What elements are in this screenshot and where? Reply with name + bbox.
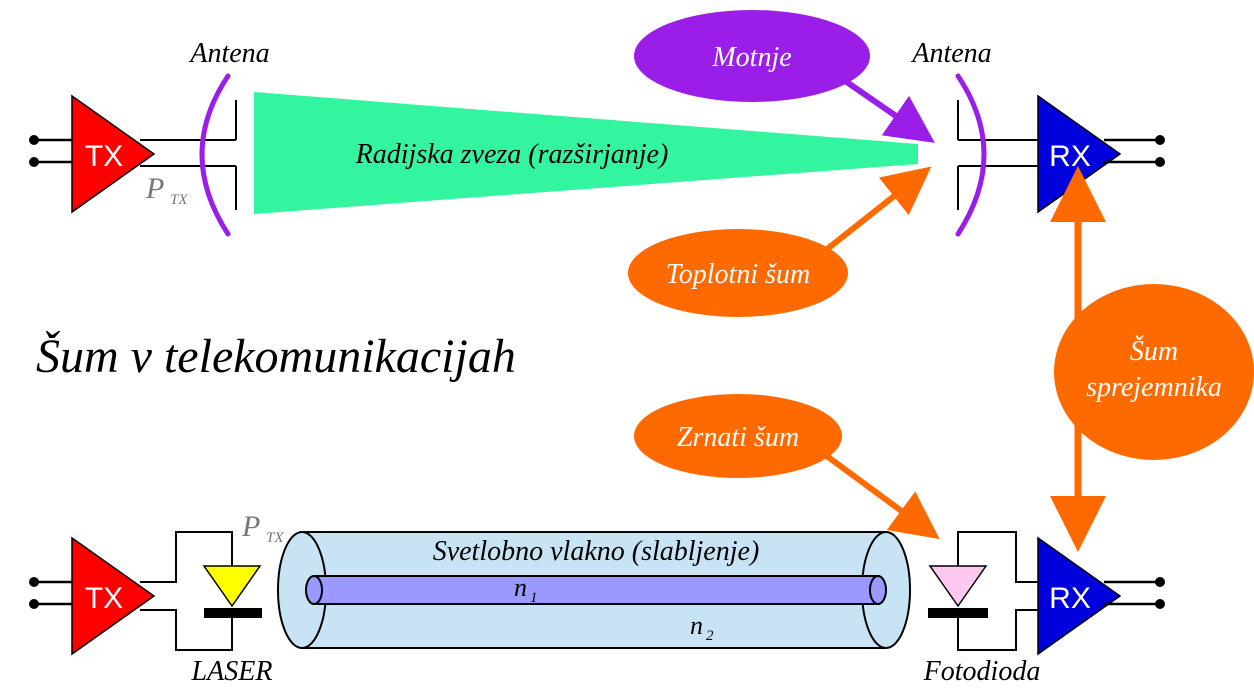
photodiode-label: Fotodioda	[923, 656, 1041, 687]
interference-arrow	[836, 73, 935, 143]
page-title: Šum v telekomunikacijah	[36, 329, 516, 383]
rx-antenna-label: Antena	[910, 38, 991, 69]
optical-power-label: P	[241, 510, 260, 543]
radio-power-label: P	[145, 172, 164, 205]
tx-amplifier: TX	[71, 94, 156, 214]
rx-amplifier-label: RX	[1049, 140, 1091, 173]
radio-power-subscript: TX	[170, 192, 188, 208]
thermal-noise-label: Toplotni šum	[666, 259, 810, 290]
core-index-subscript: 1	[530, 590, 538, 606]
laser-diode-icon	[202, 565, 262, 618]
optical-tx-amplifier-label: TX	[85, 582, 123, 615]
photodiode-wiring	[957, 531, 1052, 651]
optical-link: TX LASER P TX Svetlobno vlakno (slabljen	[29, 394, 1165, 687]
tx-antenna-feed	[140, 100, 237, 210]
optical-rx-amplifier: RX	[1037, 536, 1122, 656]
cladding-index-label: n	[690, 611, 703, 640]
rx-amplifier: RX	[1037, 94, 1122, 214]
photodiode-icon	[928, 565, 988, 618]
tx-amplifier-label: TX	[85, 140, 123, 173]
interference-label: Motnje	[711, 42, 791, 73]
optical-power-subscript: TX	[266, 530, 284, 546]
interference-source: Motnje	[634, 10, 870, 102]
fiber-label: Svetlobno vlakno (slabljenje)	[433, 536, 760, 567]
laser-wiring	[140, 531, 233, 651]
receiver-noise: Šum sprejemnika	[1050, 166, 1254, 552]
cladding-index-subscript: 2	[706, 628, 714, 644]
radio-link: TX Antena P TX Radijska zveza (razširjan…	[29, 10, 1165, 317]
thermal-noise-source: Toplotni šum	[628, 229, 848, 317]
receiver-noise-label-line2: sprejemnika	[1086, 372, 1222, 403]
radio-beam	[254, 92, 918, 214]
optical-tx-amplifier: TX	[71, 536, 156, 656]
shot-noise-label: Zrnati šum	[677, 422, 799, 453]
rx-output-terminals	[1104, 135, 1165, 167]
shot-noise-source: Zrnati šum	[634, 394, 842, 478]
receiver-noise-label-line1: Šum	[1130, 336, 1178, 367]
tx-antenna-label: Antena	[188, 38, 269, 69]
rx-antenna-feed	[957, 100, 1052, 210]
optical-rx-output-terminals	[1104, 577, 1165, 609]
optical-fiber	[277, 531, 911, 649]
shot-noise-arrow	[822, 451, 940, 540]
radio-channel-label: Radijska zveza (razširjanje)	[355, 139, 669, 170]
rx-antenna-icon	[955, 73, 987, 237]
laser-label: LASER	[191, 656, 273, 687]
tx-antenna-icon	[199, 73, 231, 237]
thermal-noise-arrow	[824, 166, 932, 253]
optical-rx-amplifier-label: RX	[1049, 582, 1091, 615]
core-index-label: n	[514, 573, 527, 602]
